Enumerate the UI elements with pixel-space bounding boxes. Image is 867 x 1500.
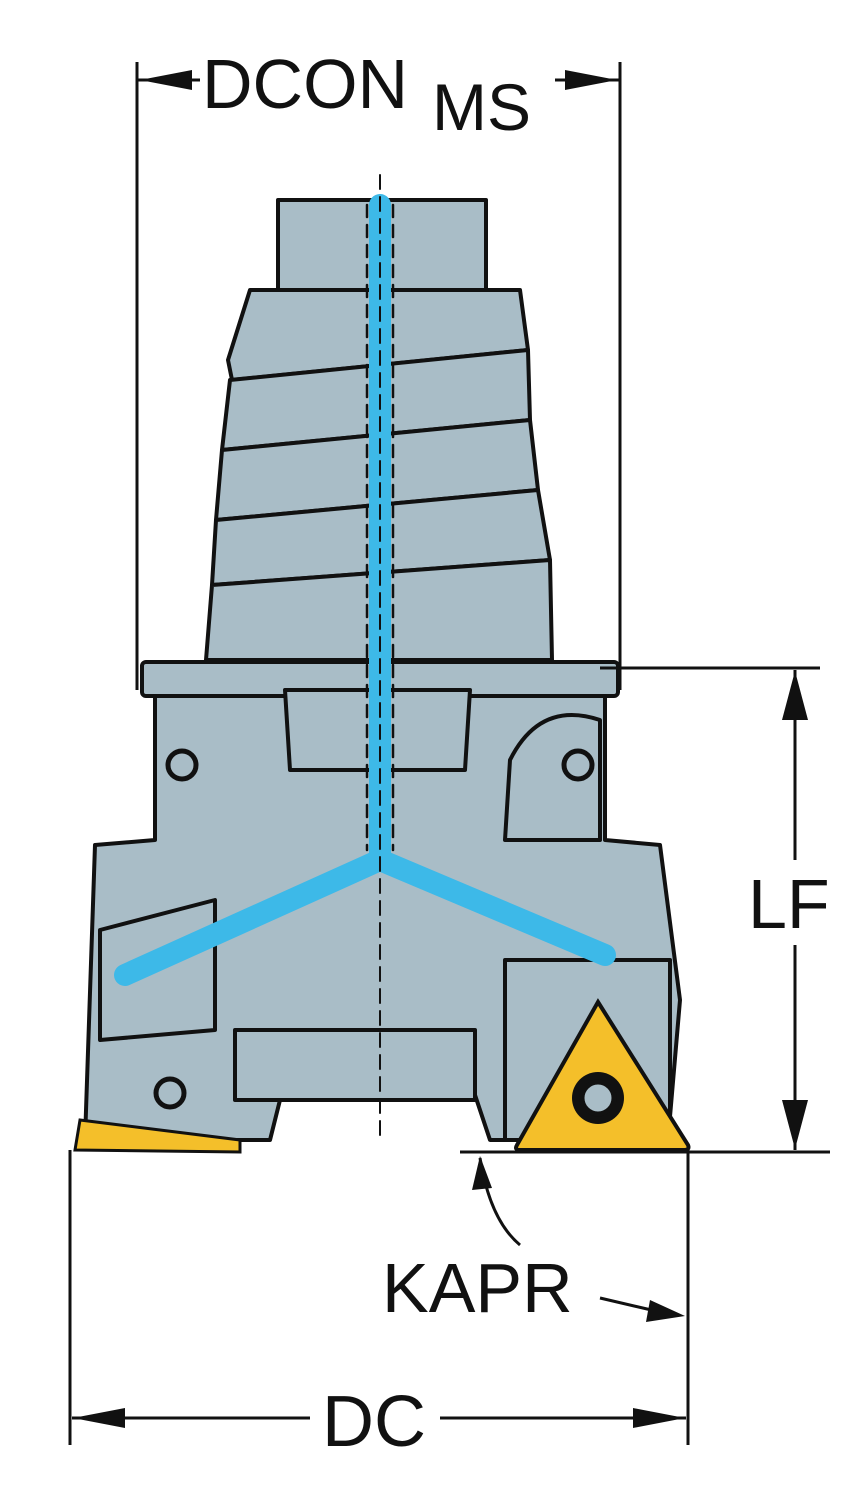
dc-label: DC — [322, 1382, 426, 1462]
insert-left — [73, 1118, 242, 1154]
lf-label: LF — [748, 865, 830, 943]
screws — [153, 748, 595, 1110]
dimension-lines — [68, 62, 830, 1445]
coolant-channels — [114, 174, 616, 1141]
dcon-subscript: MS — [432, 70, 531, 144]
kapr-label: KAPR — [382, 1249, 573, 1327]
inserts — [73, 998, 691, 1154]
dcon-label: DCON — [202, 45, 408, 123]
